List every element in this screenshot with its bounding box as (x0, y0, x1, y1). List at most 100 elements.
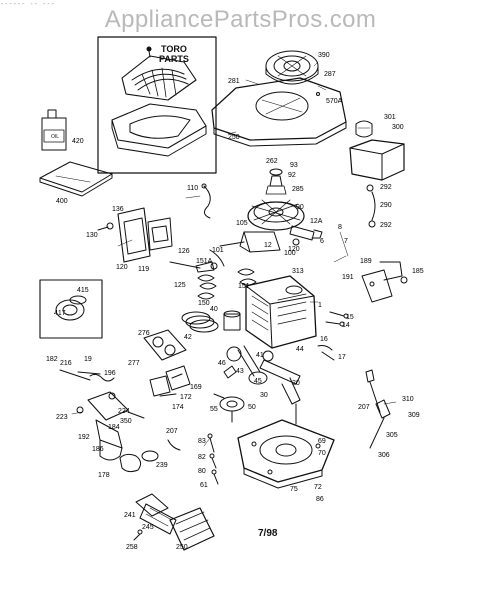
part-label-136: 136 (112, 206, 124, 213)
valve-springs (197, 268, 257, 300)
part-label-93: 93 (290, 162, 298, 169)
owner-manual (39, 161, 113, 197)
part-label-61: 61 (200, 482, 208, 489)
date-code: 7/98 (258, 528, 278, 539)
crankshaft (259, 350, 301, 425)
camshaft (213, 393, 245, 423)
part-label-301: 301 (384, 114, 396, 121)
fuel-line (366, 184, 376, 228)
part-label-46: 46 (218, 360, 226, 367)
part-label-241: 241 (124, 512, 136, 519)
part-label-72: 72 (314, 484, 322, 491)
part-label-86: 86 (316, 496, 324, 503)
part-label-276: 276 (138, 330, 150, 337)
part-label-42: 42 (184, 334, 192, 341)
linkage-inset-box (39, 279, 103, 339)
part-label-120b: 120 (116, 264, 128, 271)
part-label-285: 285 (292, 186, 304, 193)
part-label-191: 191 (342, 274, 354, 281)
part-label-178: 178 (98, 472, 110, 479)
part-label-12: 12 (264, 242, 272, 249)
part-label-223: 223 (56, 414, 68, 421)
part-label-130: 130 (86, 232, 98, 239)
svg-text:OIL: OIL (51, 134, 59, 140)
part-label-70: 70 (318, 450, 326, 457)
part-label-306: 306 (378, 452, 390, 459)
ignition-wire (201, 183, 211, 219)
part-label-12A: 12A (310, 218, 323, 225)
part-label-100: 100 (284, 250, 296, 257)
part-label-20: 20 (292, 380, 300, 387)
piston-rings (181, 310, 241, 333)
part-label-224: 224 (118, 408, 130, 415)
part-label-126: 126 (178, 248, 190, 255)
toro-label-line2: PARTS (159, 54, 189, 64)
part-label-17: 17 (338, 354, 346, 361)
part-label-300: 300 (392, 124, 404, 131)
carburetor (76, 391, 145, 461)
part-label-350: 350 (120, 418, 132, 425)
part-label-151: 151 (238, 283, 250, 290)
connecting-rod (223, 345, 268, 385)
part-label-110: 110 (187, 185, 199, 192)
part-label-120a: 120 (288, 246, 300, 253)
part-label-15: 15 (346, 314, 354, 321)
toro-parts-label: TORO PARTS (159, 44, 189, 64)
part-label-400: 400 (56, 198, 68, 205)
part-label-69: 69 (318, 438, 326, 445)
spark-plug (289, 225, 323, 246)
oil-bottle: OIL (41, 109, 67, 151)
engine-block (245, 275, 317, 349)
part-label-310: 310 (402, 396, 414, 403)
part-label-250-filter: 250 (176, 544, 188, 551)
part-label-420: 420 (72, 138, 84, 145)
watermark: AppliancePartsPros.com (104, 6, 377, 33)
air-cleaner-base (97, 207, 173, 263)
part-label-92: 92 (288, 172, 296, 179)
part-label-262: 262 (266, 158, 278, 165)
control-bracket (361, 261, 408, 303)
part-label-119: 119 (138, 266, 150, 273)
recoil-starter (265, 50, 319, 85)
base-bolts (207, 433, 219, 485)
part-label-7: 7 (344, 238, 348, 245)
part-label-185: 185 (412, 268, 424, 275)
governor-rod (169, 249, 225, 273)
part-label-290: 290 (380, 202, 392, 209)
part-label-250-shroud: 250 (228, 134, 240, 141)
part-label-309: 309 (408, 412, 420, 419)
part-label-14: 14 (342, 322, 350, 329)
part-label-174: 174 (172, 404, 184, 411)
part-label-16: 16 (320, 336, 328, 343)
part-label-207b: 207 (358, 404, 370, 411)
throttle-linkage (59, 369, 115, 382)
part-label-40: 40 (210, 306, 218, 313)
part-label-239: 239 (156, 462, 168, 469)
part-label-313: 313 (292, 268, 304, 275)
intake-gasket-set (149, 365, 191, 397)
air-filter-element (133, 493, 215, 551)
part-label-6: 6 (320, 238, 324, 245)
part-label-570A: 570A (326, 98, 343, 105)
top-cropped-text: ------ -- --- (0, 0, 55, 8)
toro-label-line1: TORO (161, 44, 187, 54)
part-label-390: 390 (318, 52, 330, 59)
part-label-30: 30 (260, 392, 268, 399)
part-label-151A: 151A (196, 258, 213, 265)
part-label-150: 150 (198, 300, 210, 307)
flywheel (247, 168, 305, 231)
part-label-8: 8 (338, 224, 342, 231)
part-label-245: 245 (142, 524, 154, 531)
head-gasket (143, 329, 187, 361)
oil-fill-tube (365, 369, 391, 449)
part-label-50: 50 (248, 404, 256, 411)
part-label-19: 19 (84, 356, 92, 363)
toro-inset-box (97, 36, 217, 174)
part-label-417: 417 (54, 310, 66, 317)
part-label-82: 82 (198, 454, 206, 461)
part-label-172: 172 (180, 394, 192, 401)
part-label-169: 169 (190, 384, 202, 391)
part-label-43: 43 (236, 368, 244, 375)
